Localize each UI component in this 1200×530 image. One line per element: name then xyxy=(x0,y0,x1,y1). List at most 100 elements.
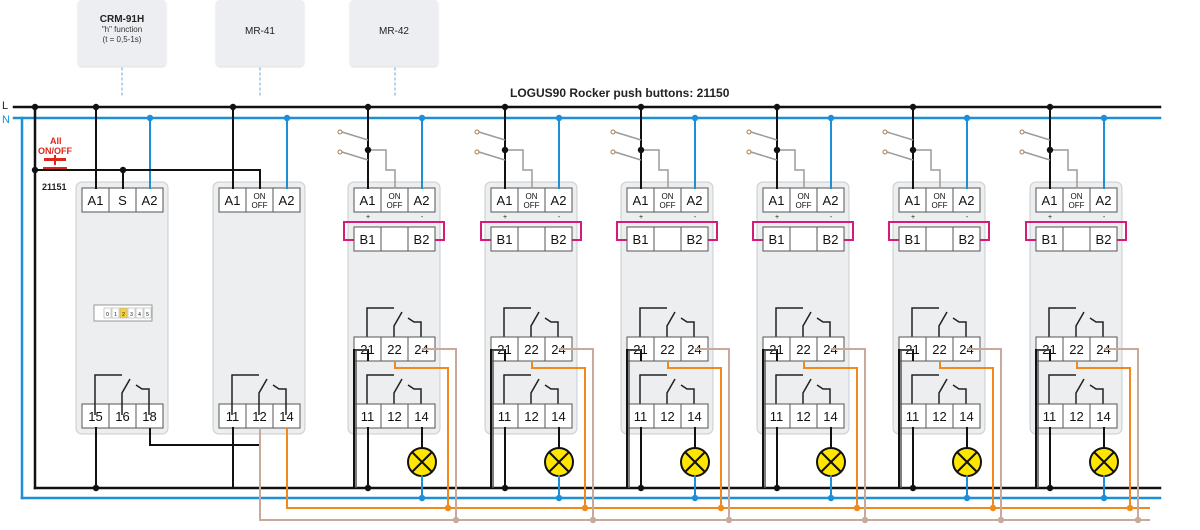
timer-a1-junction xyxy=(92,103,100,111)
mr42-1-bottom-terminals-label-12: 12 xyxy=(387,409,401,424)
mr42-1-24-to-off-bus xyxy=(422,348,457,520)
mr42-1-relay-upper-common xyxy=(366,307,394,348)
mr42-5-a2-junction xyxy=(963,114,971,122)
mr42-4-minus-mark: - xyxy=(830,214,833,221)
timer-dial-cell-0 xyxy=(103,307,112,319)
mr42-3-rocker-lower xyxy=(614,151,642,161)
mr42-4-bottom-terminals-label-12: 12 xyxy=(796,409,810,424)
mr42-2-top-terminals-label-A2: A2 xyxy=(551,193,567,208)
mr42-5-rocker-junction xyxy=(909,146,917,154)
timer-top-terminals-label-S: S xyxy=(118,193,127,208)
mr42-2-24-to-off-bus xyxy=(559,348,594,520)
mr42-1-top-terminals-on-label: ON xyxy=(389,192,401,201)
mr42-2-rocker-lower-node xyxy=(474,149,480,155)
mr42-3-relay-upper-common xyxy=(639,307,667,348)
mr42-5-lamp-neutral-junction xyxy=(963,494,971,502)
mr42-3-21-feed xyxy=(628,349,641,488)
mr42-2-22-to-on-bus xyxy=(531,361,586,508)
mr42-2-mid-terminals-label-24: 24 xyxy=(551,342,565,357)
mr42-2-relay-lower-contact xyxy=(544,384,559,415)
mr42-2-minus-mark: - xyxy=(558,214,561,221)
mr41-a1-junction xyxy=(229,103,237,111)
mr42-5-bottom-terminals-label-11: 11 xyxy=(906,409,920,424)
mr41-bottom-terminals-label-11: 11 xyxy=(226,409,240,424)
mr42-5-top-terminals-label-A1: A1 xyxy=(905,193,921,208)
mr42-1-on-bus-junction xyxy=(444,504,452,512)
mr42-1-relay-upper-contact xyxy=(407,317,422,348)
mr42-3-24-to-off-bus xyxy=(695,348,730,520)
mr42-1-a2-junction xyxy=(418,114,426,122)
timer-a2-junction xyxy=(146,114,154,122)
timer-bottom-terminals-label-16: 16 xyxy=(115,409,129,424)
mr42-4-rocker-lower-node xyxy=(746,149,752,155)
mr42-6-relay-upper-contact xyxy=(1089,317,1104,348)
mr42-2-top-terminals-on-label: ON xyxy=(526,192,538,201)
mr42-5-rocker-upper-node xyxy=(882,129,888,135)
mr42-5-top-terminals-on-label: ON xyxy=(934,192,946,201)
mr42-1-22-to-on-bus xyxy=(394,361,449,508)
callout-crm91h-title: CRM-91H xyxy=(99,14,145,25)
mr41-relay-contact xyxy=(272,384,287,415)
mr42-5-a1-junction xyxy=(909,103,917,111)
mr42-1-a1-junction xyxy=(364,103,372,111)
mr42-4-relay-upper-contact xyxy=(816,317,831,348)
callout-crm91h: CRM-91H "h" function (t = 0,5-1s) xyxy=(78,0,166,66)
mr42-3-b-terminals-label-B1: B1 xyxy=(633,232,649,247)
mr42-2-top-terminals-label-A1: A1 xyxy=(497,193,513,208)
mr42-3-b-terminals-label-B2: B2 xyxy=(687,232,703,247)
timer-s-junction xyxy=(119,166,127,174)
mr42-6-rocker-lower-node xyxy=(1019,149,1025,155)
mr42-4-off-bus-junction xyxy=(861,516,869,524)
timer-dial-digit-0: 0 xyxy=(106,312,109,318)
mr41-top-terminals-on-label: ON xyxy=(254,192,266,201)
mr42-4-plus-mark: + xyxy=(775,214,779,221)
mr42-2-rocker-upper-node xyxy=(474,129,480,135)
mr42-2-a2-junction xyxy=(555,114,563,122)
mr42-5-b-terminals-label-B1: B1 xyxy=(905,232,921,247)
mr42-3-on-bus-junction xyxy=(717,504,725,512)
mr42-6-relay-upper-common xyxy=(1048,307,1076,348)
mr42-4-24-to-off-bus xyxy=(831,348,866,520)
timer-dial-cell-3 xyxy=(127,307,136,319)
timer-relay-common xyxy=(94,374,122,415)
mr42-6-a2-junction xyxy=(1100,114,1108,122)
mr42-6-lamp-neutral-junction xyxy=(1100,494,1108,502)
callout-crm91h-line1: "h" function xyxy=(101,25,143,34)
mr42-6-top-terminals-label-A2: A2 xyxy=(1096,193,1112,208)
mr42-2-bottom-terminals-label-14: 14 xyxy=(551,409,565,424)
mr42-6-off-bus-junction xyxy=(1134,516,1142,524)
mr42-4-rocker-to-onoff xyxy=(777,149,805,188)
mr42-3-a1-junction xyxy=(637,103,645,111)
mr42-3-bottom-terminals-label-11: 11 xyxy=(634,409,648,424)
mr42-6-plus-mark: + xyxy=(1048,214,1052,221)
mr42-4-lamp-cross-b xyxy=(820,451,842,473)
mr42-3-rocker-lower-node xyxy=(610,149,616,155)
mr42-5-b-terminals-label-B2: B2 xyxy=(959,232,975,247)
mr42-6-top-terminals-off-label: OFF xyxy=(1069,201,1085,210)
mr42-3-plus-mark: + xyxy=(639,214,643,221)
mr42-6-22-to-on-bus xyxy=(1076,361,1131,508)
mr42-3-top-terminals-label-A2: A2 xyxy=(687,193,703,208)
mr42-1-bottom-terminals-label-14: 14 xyxy=(414,409,428,424)
mr42-3-bottom-terminals-label-12: 12 xyxy=(660,409,674,424)
mr42-5-bottom-terminals-frame xyxy=(898,403,981,429)
mr42-3-top-terminals-label-A1: A1 xyxy=(633,193,649,208)
mr42-6-relay-lower-common xyxy=(1048,374,1076,415)
mr42-2-rocker-junction xyxy=(501,146,509,154)
mr42-1-off-bus-junction xyxy=(452,516,460,524)
mr42-2-mid-terminals-label-22: 22 xyxy=(524,342,538,357)
mr42-2-b-terminals-frame xyxy=(490,226,573,252)
mr42-5-bottom-terminals-label-12: 12 xyxy=(932,409,946,424)
diagram-title: LOGUS90 Rocker push buttons: 21150 xyxy=(510,86,730,100)
mr42-3-off-bus-junction xyxy=(725,516,733,524)
timer-dial-cell-4 xyxy=(135,307,144,319)
mr42-3-rocker-to-onoff xyxy=(641,149,669,188)
mr42-5-on-bus-junction xyxy=(989,504,997,512)
switch-input-junction xyxy=(31,166,39,174)
mr42-4-top-terminals-label-A1: A1 xyxy=(769,193,785,208)
mr42-6-top-terminals-label-A1: A1 xyxy=(1042,193,1058,208)
mr42-1-relay-lower-contact xyxy=(407,384,422,415)
mr42-2-b-terminals-label-B2: B2 xyxy=(551,232,567,247)
mr42-4-22-to-on-bus xyxy=(803,361,858,508)
